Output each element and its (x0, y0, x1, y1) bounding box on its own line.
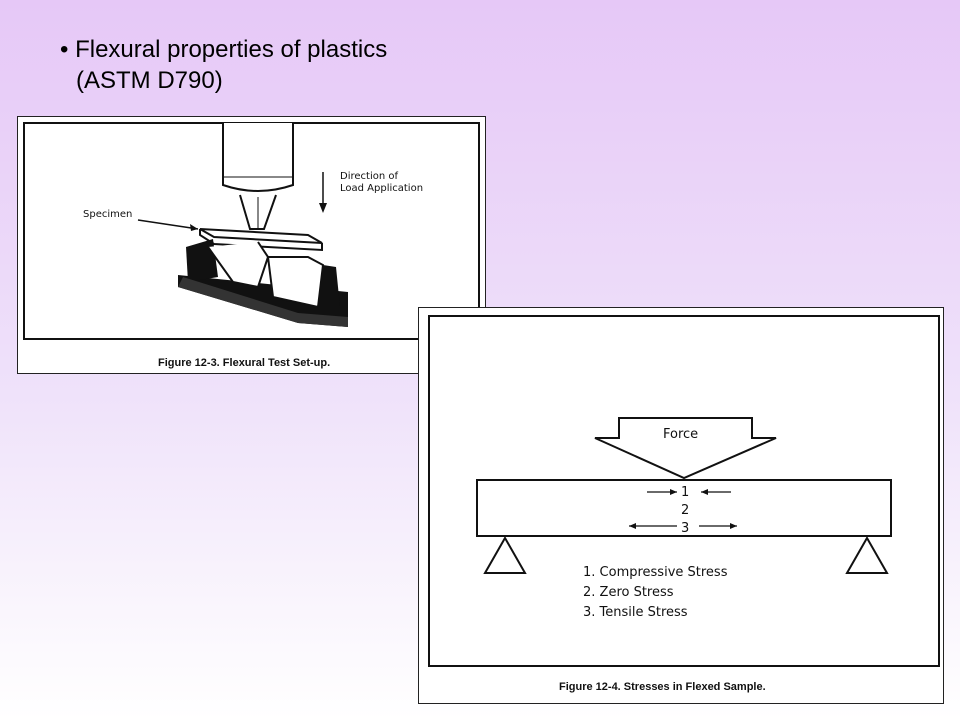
legend-tensile: 3. Tensile Stress (583, 605, 688, 620)
slide-title: • Flexural properties of plastics (ASTM … (60, 34, 660, 96)
marker-2: 2 (681, 503, 690, 518)
specimen-pointer (137, 219, 199, 230)
figure1-caption: Figure 12-3. Flexural Test Set-up. (158, 357, 331, 369)
inner-frame-2 (428, 315, 940, 667)
right-support-side (318, 265, 340, 307)
slide-title-line1: • Flexural properties of plastics (60, 36, 388, 63)
force-label: Force (663, 427, 699, 442)
stresses-drawing (428, 315, 940, 667)
specimen-arrowhead (190, 224, 198, 231)
figure2-caption: Figure 12-4. Stresses in Flexed Sample. (559, 681, 766, 693)
load-direction-arrowhead (319, 203, 327, 213)
tensile-arrowhead-right (730, 523, 737, 529)
specimen-bar-side (199, 229, 323, 252)
legend-zero: 2. Zero Stress (583, 585, 674, 600)
beam (476, 479, 892, 537)
legend-compressive: 1. Compressive Stress (583, 565, 728, 580)
fixture-inner (207, 241, 270, 289)
figure-flexural-test-setup: Specimen Direction of Load Application F… (17, 116, 486, 374)
specimen-label: Specimen (83, 209, 133, 220)
direction-label-line1: Direction of (340, 171, 398, 182)
right-triangle-support (845, 535, 889, 574)
compressive-arrowhead-left (670, 489, 677, 495)
tensile-arrowhead-left (629, 523, 636, 529)
specimen-bar-top (199, 228, 323, 244)
load-head (222, 123, 294, 192)
slide-title-line2: (ASTM D790) (76, 67, 223, 94)
force-arrow (594, 417, 777, 480)
figure-stresses-flexed-sample: Force 1 2 3 1. Compressive Stress 2. Zer… (418, 307, 944, 704)
direction-label-line2: Load Application (340, 183, 424, 194)
marker-3: 3 (681, 521, 690, 536)
left-triangle-support (483, 535, 527, 574)
compressive-arrowhead-right (701, 489, 708, 495)
flexural-setup-drawing (23, 122, 480, 340)
marker-1: 1 (681, 485, 690, 500)
left-support (186, 239, 218, 282)
fixture-plate (178, 277, 348, 327)
